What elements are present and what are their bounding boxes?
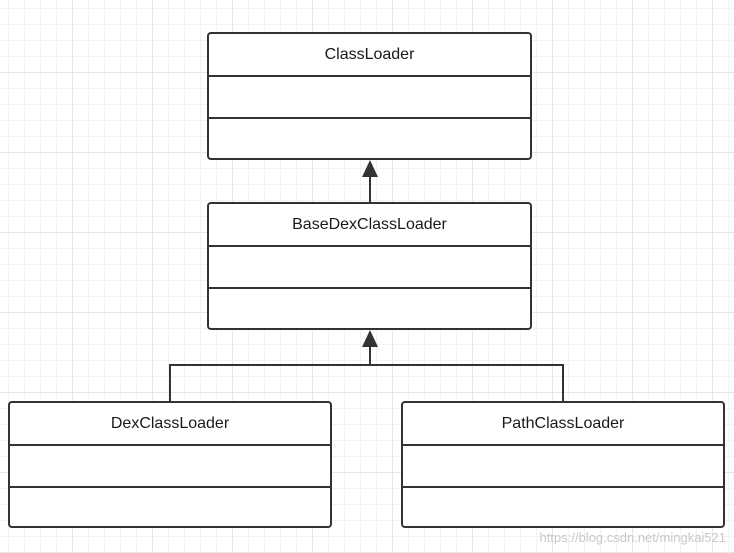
class-name: PathClassLoader xyxy=(403,403,723,446)
class-name: DexClassLoader xyxy=(10,403,330,446)
class-name: ClassLoader xyxy=(209,34,530,77)
class-pathclassloader[interactable]: PathClassLoader xyxy=(401,401,725,528)
methods-compartment xyxy=(403,488,723,526)
edge-dex-to-basedex xyxy=(169,364,370,401)
attributes-compartment xyxy=(10,446,330,488)
attributes-compartment xyxy=(209,77,530,119)
class-classloader[interactable]: ClassLoader xyxy=(207,32,532,160)
inheritance-arrowhead-basedex xyxy=(362,330,378,347)
class-name: BaseDexClassLoader xyxy=(209,204,530,247)
inheritance-arrowhead-classloader xyxy=(362,160,378,177)
attributes-compartment xyxy=(403,446,723,488)
edge-path-to-basedex xyxy=(370,364,564,401)
class-basedexclassloader[interactable]: BaseDexClassLoader xyxy=(207,202,532,330)
watermark-url: https://blog.csdn.net/mingkai521 xyxy=(539,530,726,545)
class-dexclassloader[interactable]: DexClassLoader xyxy=(8,401,332,528)
methods-compartment xyxy=(209,119,530,158)
attributes-compartment xyxy=(209,247,530,289)
methods-compartment xyxy=(209,289,530,328)
methods-compartment xyxy=(10,488,330,526)
